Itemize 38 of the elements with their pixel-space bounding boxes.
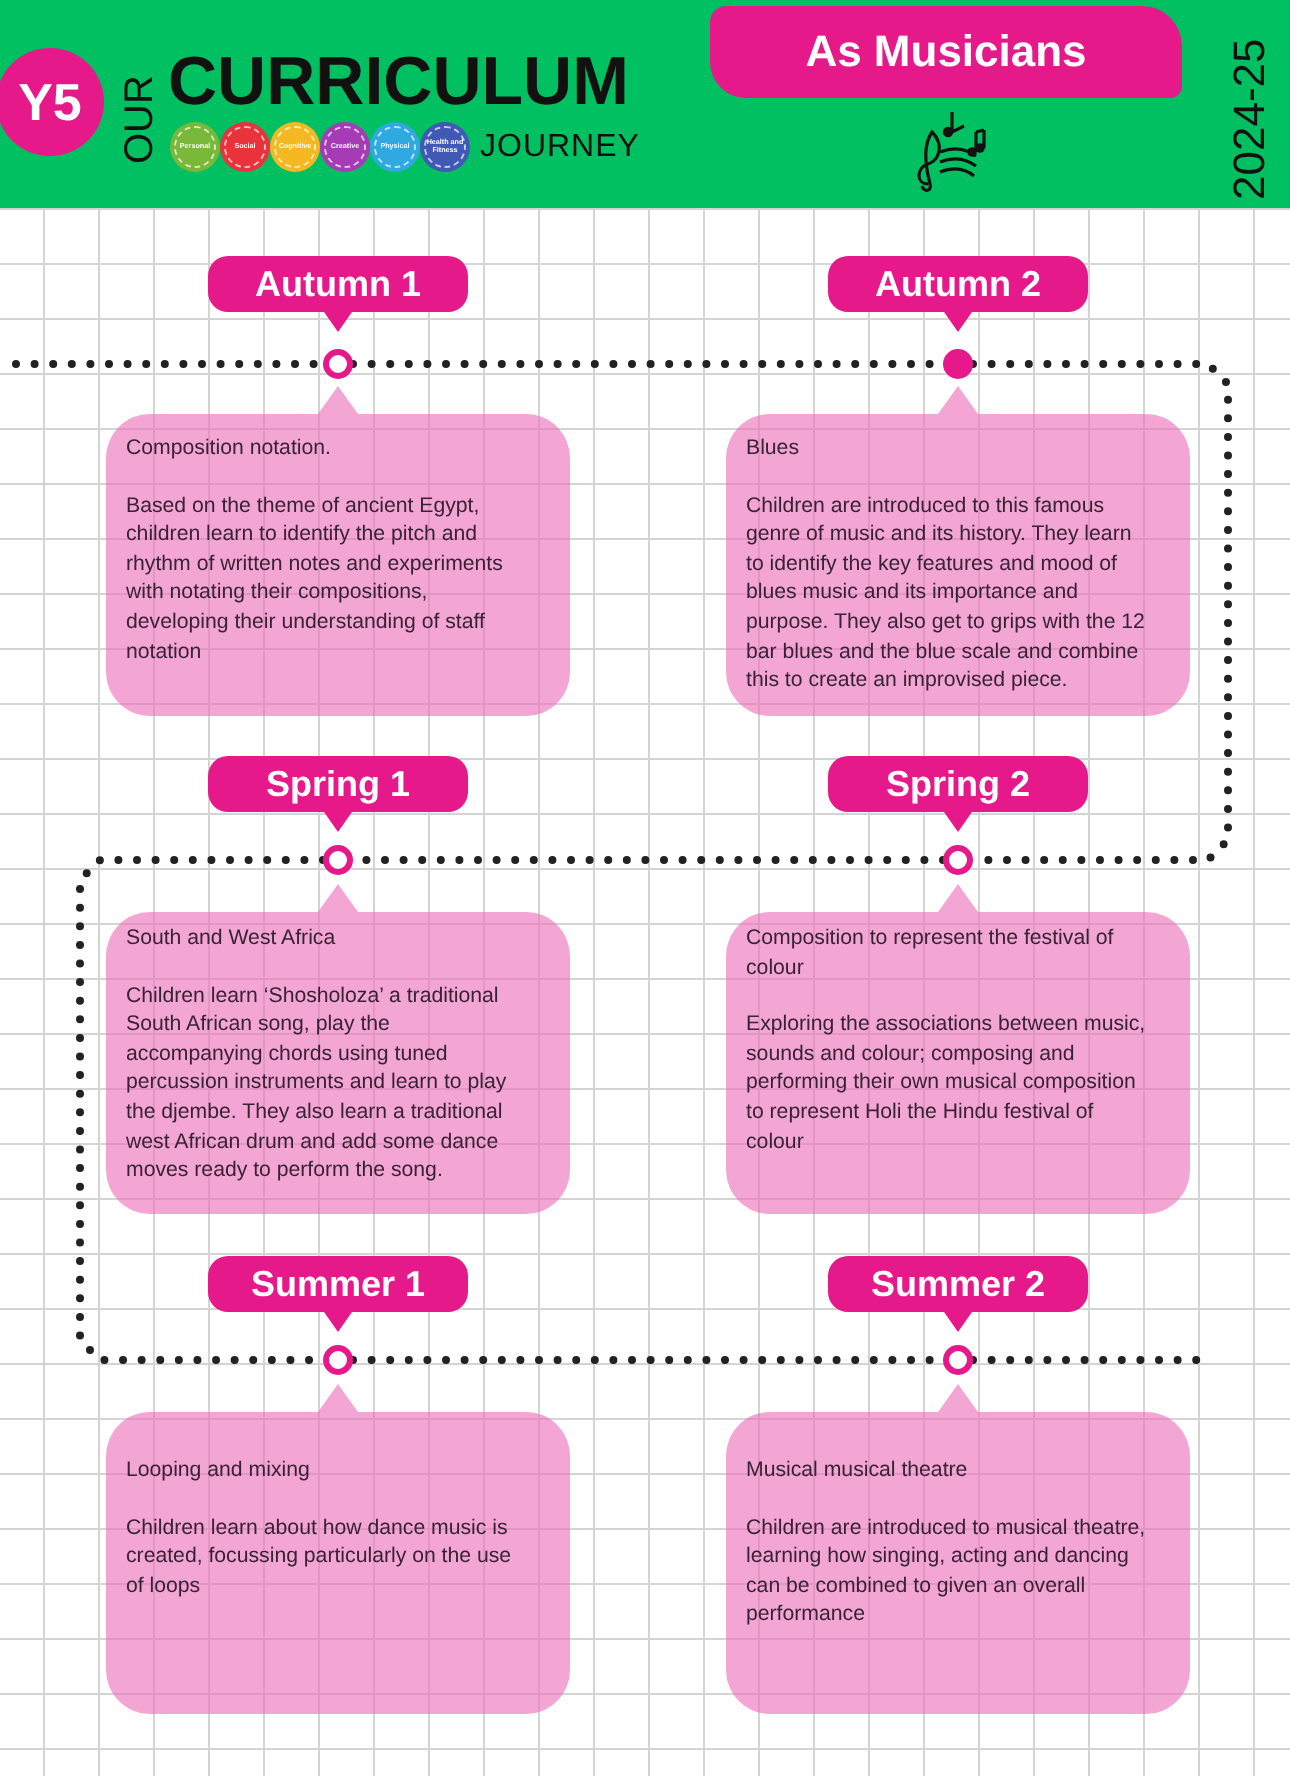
topic-card xyxy=(106,1384,570,1714)
topic-card xyxy=(106,884,570,1214)
topic-card xyxy=(106,386,570,716)
topic-heading: Musical musical theatre xyxy=(746,1456,970,1486)
topic-heading: Looping and mixing xyxy=(126,1456,312,1486)
subject-banner: As Musicians xyxy=(710,6,1182,98)
topic-description: Exploring the associations between music, sounds and colour; composing and performing their own musical composition to represent Holi the Hindu festival of colour xyxy=(746,1010,1148,1157)
topic-heading: Composition to represent the festival of colour xyxy=(746,924,1116,983)
topic-heading: Composition notation. xyxy=(126,434,333,464)
timeline-marker xyxy=(943,1345,973,1375)
dotted-timeline xyxy=(969,360,1232,864)
timeline-marker xyxy=(943,845,973,875)
header-word: JOURNEY xyxy=(480,132,640,164)
timeline-marker xyxy=(323,349,353,379)
topic-card xyxy=(726,884,1190,1214)
timeline-marker xyxy=(323,1345,353,1375)
term-label: Spring 1 xyxy=(208,756,468,832)
timeline-marker xyxy=(323,845,353,875)
header-title: CURRICULUM xyxy=(168,48,629,116)
topic-description: Children learn about how dance music is created, focussing particularly on the use of loops xyxy=(126,1513,514,1601)
topic-description: Children are introduced to musical theatre, learning how singing, acting and dancing can be combined to given an overall performance xyxy=(746,1513,1148,1631)
header-word: OUR xyxy=(120,75,160,164)
term-label: Summer 2 xyxy=(828,1256,1088,1332)
timeline-marker xyxy=(943,349,973,379)
topic-description: Children are introduced to this famous genre of music and its history. They learn to identify the key features and mood of blues music and its importance and purpose. They also get to grips with the 12 bar blues and the blue scale and combine this to create an improvised piece. xyxy=(746,491,1147,696)
term-label: Autumn 1 xyxy=(208,256,468,332)
term-label: Autumn 2 xyxy=(828,256,1088,332)
topic-heading: Blues xyxy=(746,434,801,464)
term-label: Spring 2 xyxy=(828,756,1088,832)
topic-description: Children learn ‘Shosholoza’ a traditional South African song, play the accompanying chords using tuned percussion instruments and learn to play the djembe. They also learn a traditional west African drum and add some dance moves ready to perform the song. xyxy=(126,981,509,1186)
topic-card xyxy=(726,386,1190,716)
topic-description: Based on the theme of ancient Egypt, children learn to identify the pitch and rhythm of written notes and experiments with notating their compositions, developing their understanding of staff notation xyxy=(126,491,505,667)
year-range: 2024-25 xyxy=(1228,38,1272,200)
term-label: Summer 1 xyxy=(208,1256,468,1332)
topic-card xyxy=(726,1384,1190,1714)
dotted-timeline xyxy=(969,1356,1204,1364)
dotted-timeline xyxy=(76,856,327,1364)
topic-heading: South and West Africa xyxy=(126,924,338,954)
